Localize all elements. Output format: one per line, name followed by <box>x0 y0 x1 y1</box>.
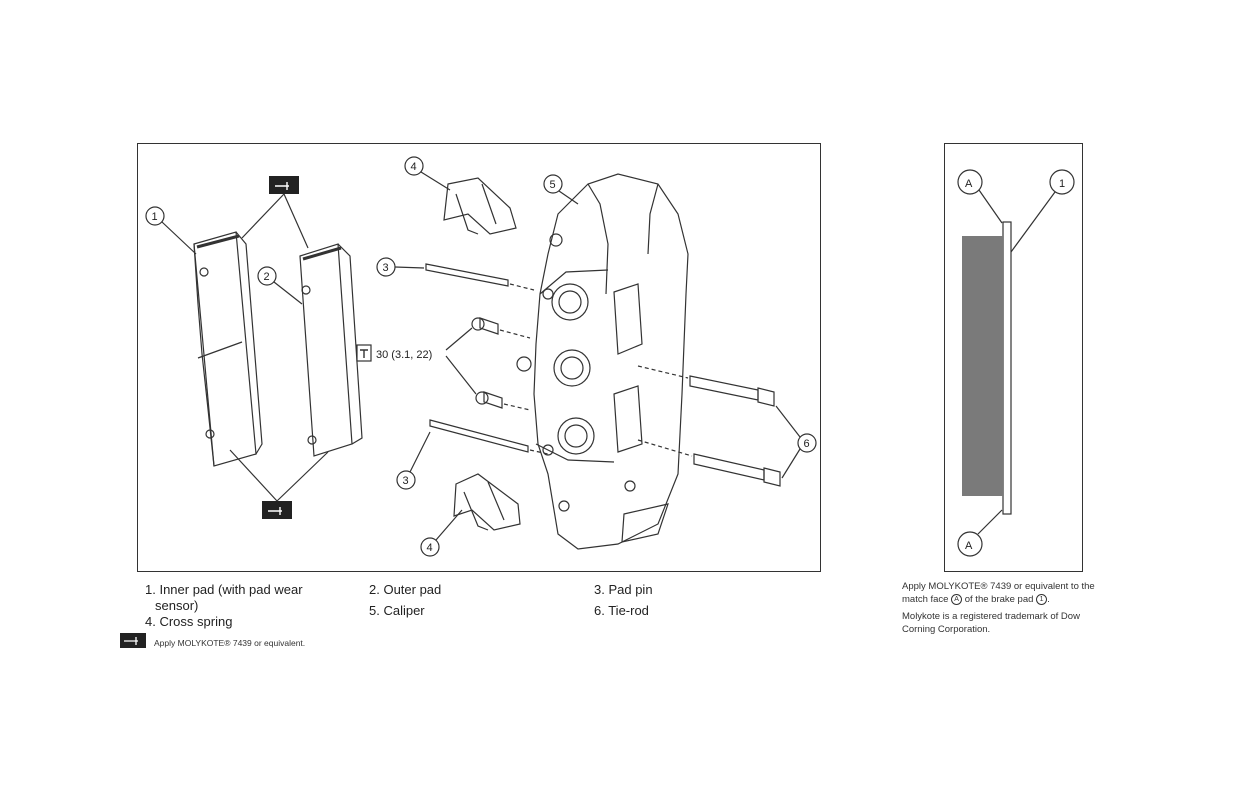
side-note-text-b: of the brake pad <box>964 594 1034 605</box>
brake-exploded-view-svg: 1 2 4 4 3 3 <box>145 156 817 557</box>
grease-note: Apply MOLYKOTE® 7439 or equivalent. <box>154 638 306 648</box>
outer-pad <box>299 243 363 457</box>
callout-4-top: 4 <box>411 161 417 173</box>
pad-detail-svg: A 1 A <box>957 169 1075 557</box>
callout-4-bottom: 4 <box>427 542 433 554</box>
callout-3-top: 3 <box>383 262 389 274</box>
legend-item-3: 3. Pad pin <box>594 582 653 597</box>
side-note-line-3: Molykote is a registered trademark of Do… <box>902 611 1080 622</box>
friction-material <box>962 236 1003 496</box>
side-note-line-2: match face A of the brake pad 1. <box>902 593 1132 606</box>
inline-callout-1: 1 <box>1036 593 1048 605</box>
backing-plate <box>1002 221 1012 515</box>
callout-3-bottom: 3 <box>403 475 409 487</box>
callout-1: 1 <box>152 211 158 223</box>
inline-callout-a: A <box>951 593 963 605</box>
pad-pin-top <box>425 263 509 287</box>
exploded-view-panel: 1 2 4 4 3 3 <box>137 143 821 572</box>
inner-pad <box>193 231 263 467</box>
callout-5: 5 <box>550 179 556 191</box>
tie-rods <box>637 365 781 487</box>
legend-item-5: 5. Caliper <box>369 603 425 618</box>
pad-detail-panel: A 1 A <box>944 143 1083 572</box>
side-note-text-c: . <box>1047 594 1050 605</box>
grease-icon-top <box>269 176 299 194</box>
mounting-bolts <box>471 317 531 411</box>
legend-item-4: 4. Cross spring <box>145 614 233 629</box>
torque-spec: 30 (3.1, 22) <box>376 349 432 361</box>
cross-spring-bottom <box>453 473 521 531</box>
grease-applicator-icon <box>120 633 146 648</box>
legend-item-1: 1. Inner pad (with pad wear <box>145 582 303 597</box>
callout-1-detail: 1 <box>1059 178 1065 190</box>
grease-icon-bottom <box>262 501 292 519</box>
callout-a-bottom: A <box>965 540 973 552</box>
side-note-text-a: match face <box>902 594 949 605</box>
callout-6: 6 <box>804 438 810 450</box>
pad-pin-bottom <box>429 419 529 453</box>
side-note-line-4: Corning Corporation. <box>902 624 991 635</box>
legend-item-2: 2. Outer pad <box>369 582 442 597</box>
side-note-line-1: Apply MOLYKOTE® 7439 or equivalent to th… <box>902 581 1095 592</box>
legend-item-1-cont: sensor) <box>155 598 199 613</box>
cross-spring-top <box>443 177 517 235</box>
caliper <box>516 173 689 550</box>
callout-a-top: A <box>965 178 973 190</box>
legend-item-6: 6. Tie-rod <box>594 603 649 618</box>
callout-2: 2 <box>264 271 270 283</box>
